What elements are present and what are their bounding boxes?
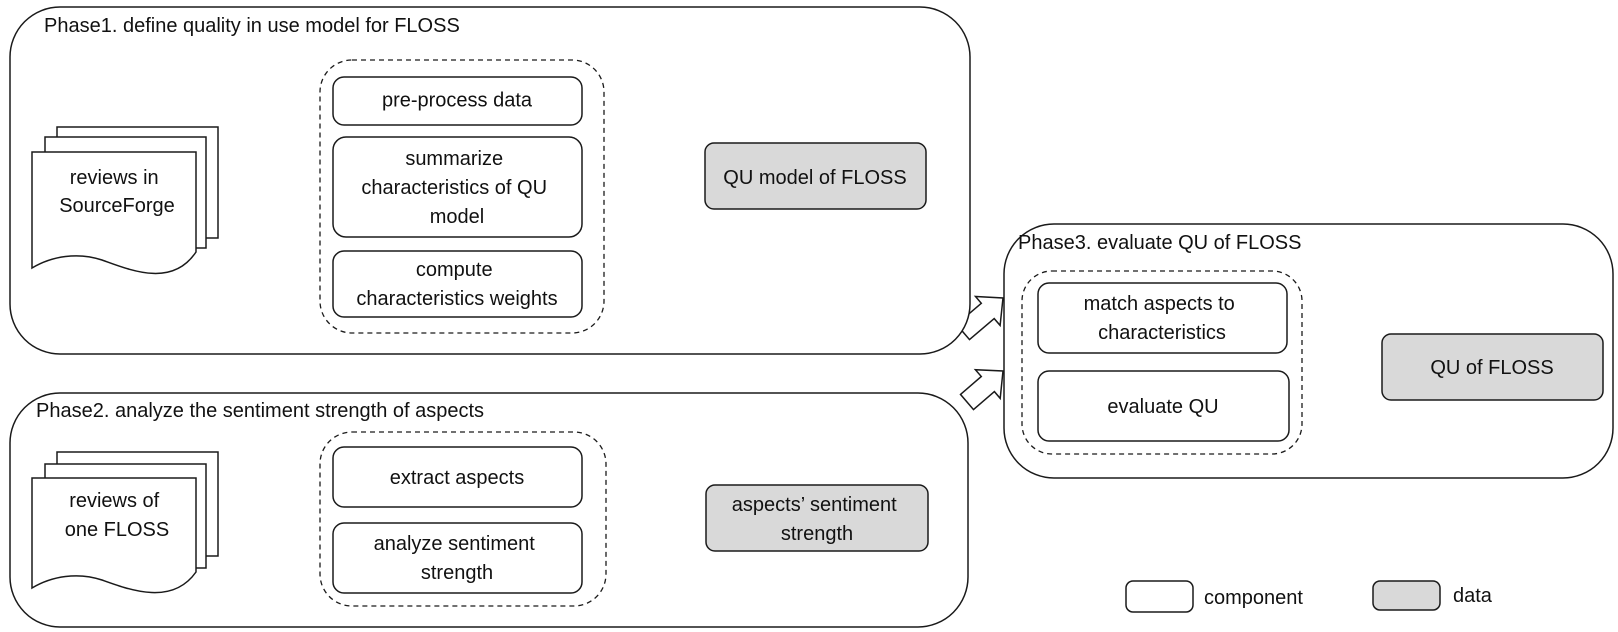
phase2-output-label: aspects’ sentiment strength [732,494,902,545]
phase3-output-data [1381,333,1604,401]
phase2-container [9,392,969,628]
phase2-group: Phase2. analyze the sentiment strength o… [9,392,969,628]
phase1-output-label: QU model of FLOSS [723,167,906,189]
phase3-output-label: QU of FLOSS [1430,357,1553,379]
phase2-output-data [705,484,929,552]
phase1-group: Phase1. define quality in use model for … [9,6,971,355]
phase2-step-extract [332,446,583,508]
phase1-title: Phase1. define quality in use model for … [44,15,460,37]
arrow-phase2-to-phase3 [959,368,1004,411]
phase1-step-summarize [332,136,583,238]
phase2-step-analyze-label: analyze sentiment strength [374,533,541,584]
phase3-title: Phase3. evaluate QU of FLOSS [1018,232,1302,254]
phase3-step-match-label: match aspects to characteristics [1084,293,1241,344]
legend-data-label: data [1453,585,1493,607]
phase3-step-evaluate [1037,370,1290,442]
phase3-step-evaluate-label: evaluate QU [1107,396,1218,418]
phase2-doc-front-sheet [31,477,197,594]
legend-component-swatch [1125,580,1194,613]
phase3-step-match [1037,282,1288,354]
phase1-step-weights [332,250,583,318]
phase2-title: Phase2. analyze the sentiment strength o… [36,400,484,422]
phase1-step-preprocess-label: pre-process data [382,89,533,111]
phase2-component-group [319,431,607,607]
phase1-step-summarize-label: summarize characteristics of QU model [361,148,552,228]
phase3-component-group [1021,270,1303,455]
phase2-step-analyze [332,522,583,594]
legend: component data [1125,580,1493,613]
phase2-step-extract-label: extract aspects [390,467,525,489]
phase2-input-label: reviews of one FLOSS [65,490,170,541]
phase1-step-weights-label: compute characteristics weights [356,259,557,310]
phase2-input-document: reviews of one FLOSS [31,451,219,594]
phase1-step-preprocess [332,76,583,126]
phase1-component-group [319,59,605,334]
phase1-doc-front-sheet [31,151,197,275]
legend-component-label: component [1204,587,1303,609]
phase1-input-document: reviews in SourceForge [31,126,219,275]
phase1-input-label: reviews in SourceForge [59,167,175,217]
phase1-output-data [704,142,927,210]
phase3-group: Phase3. evaluate QU of FLOSS match aspec… [1003,223,1614,479]
legend-data-swatch [1372,580,1441,611]
